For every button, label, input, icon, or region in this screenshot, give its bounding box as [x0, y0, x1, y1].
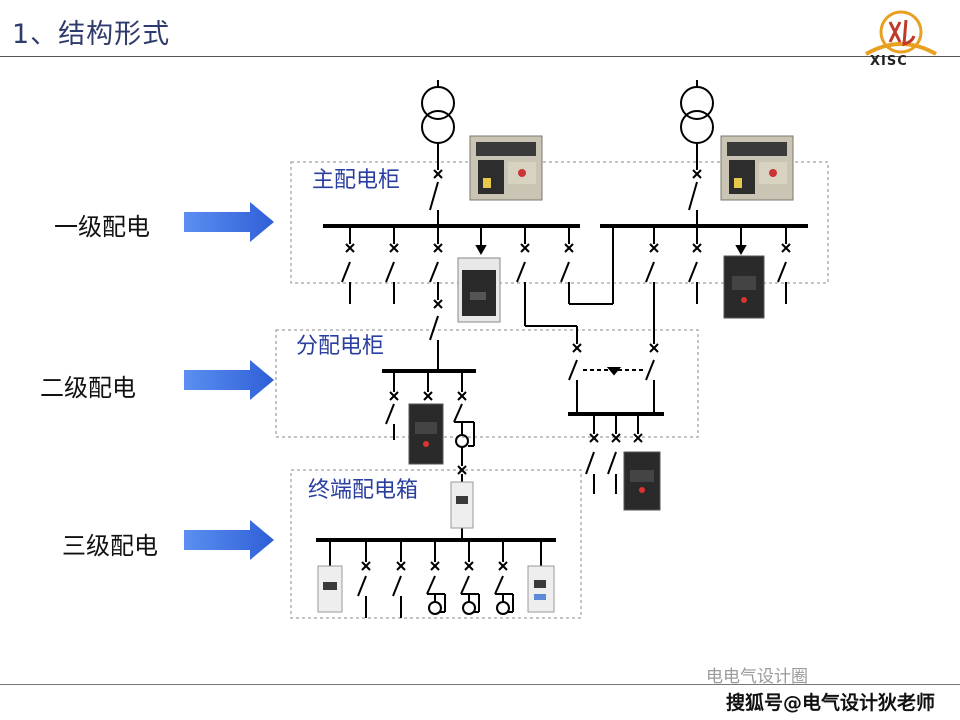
panel-label-terminal: 终端配电箱 — [308, 478, 419, 503]
logo-text: XISC — [870, 54, 908, 69]
mccb-main-left-icon — [457, 257, 501, 323]
level-label-2: 二级配电 — [40, 374, 136, 402]
transformer-right-icon — [680, 80, 714, 170]
sub-distribution-right — [568, 343, 664, 494]
air-circuit-breaker-left-icon — [469, 135, 543, 201]
main-panel-frame — [290, 161, 829, 284]
xisc-logo — [865, 10, 937, 56]
level-label-3: 三级配电 — [62, 532, 158, 560]
panel-label-sub: 分配电柜 — [296, 334, 385, 359]
mcb-sub-icon — [450, 481, 474, 529]
mcb-terminal-left-icon — [317, 565, 343, 613]
rcbo-terminal-right-icon — [527, 565, 555, 613]
sub-panel-frame — [275, 329, 699, 438]
terminal-distribution — [316, 528, 556, 618]
page-title: 1、结构形式 — [12, 19, 171, 50]
terminal-panel-frame — [290, 469, 582, 619]
main-feeders-right — [645, 226, 791, 344]
watermark-line-1: 电电气设计圈 — [706, 667, 808, 687]
arrow-level-2 — [184, 360, 274, 400]
main-feeders-left — [341, 226, 614, 371]
level-label-1: 一级配电 — [54, 213, 150, 241]
watermark-line-2: 搜狐号@电气设计狄老师 — [726, 692, 936, 714]
header-divider — [0, 56, 960, 57]
mccb-main-right-icon — [723, 255, 765, 319]
transformer-left-icon — [421, 80, 455, 170]
footer-divider — [0, 684, 960, 685]
sub-distribution-left — [382, 369, 476, 482]
arrow-level-1 — [184, 202, 274, 242]
air-circuit-breaker-right-icon — [720, 135, 794, 201]
mccb-sub-right-icon — [623, 451, 661, 511]
panel-label-main: 主配电柜 — [312, 168, 401, 193]
arrow-level-3 — [184, 520, 274, 560]
mccb-sub-left-icon — [408, 403, 444, 465]
